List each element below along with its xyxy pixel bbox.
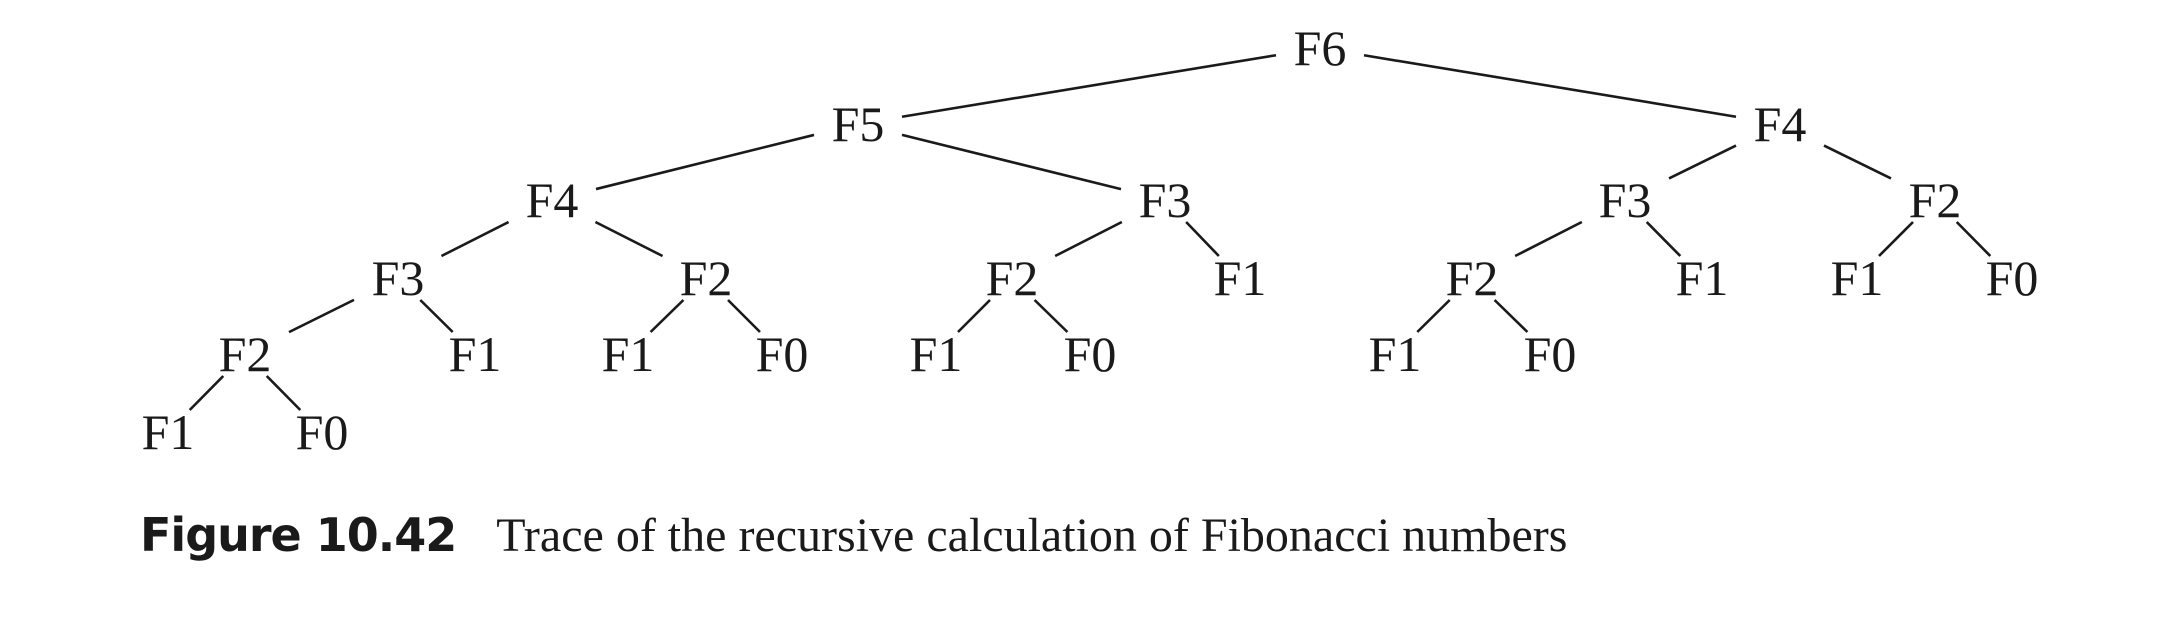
- tree-edge-n4-n10: [1185, 221, 1220, 257]
- tree-edge-n6-n14: [1955, 221, 1992, 257]
- tree-node-n23: F1: [142, 404, 195, 460]
- tree-edge-n6-n13: [1878, 221, 1914, 257]
- tree-edge-n8-n17: [649, 299, 685, 333]
- tree-edge-n8-n18: [727, 299, 761, 333]
- figure-number: Figure 10.42: [140, 508, 457, 562]
- tree-edge-n15-n24: [265, 375, 302, 411]
- tree-node-n18: F0: [756, 326, 809, 382]
- tree-node-n3: F4: [526, 172, 579, 228]
- tree-edge-n1-n3: [595, 133, 815, 191]
- tree-edge-n1-n4: [901, 133, 1122, 191]
- tree-edge-n3-n8: [594, 220, 664, 258]
- tree-node-n15: F2: [219, 326, 272, 382]
- tree-edge-n11-n22: [1493, 299, 1529, 333]
- tree-edge-n7-n16: [419, 299, 454, 333]
- tree-node-n7: F3: [372, 250, 425, 306]
- tree-edge-n5-n11: [1514, 220, 1583, 258]
- tree-node-n4: F3: [1139, 172, 1192, 228]
- tree-node-n19: F1: [910, 326, 963, 382]
- tree-node-n9: F2: [986, 250, 1039, 306]
- tree-node-n6: F2: [1909, 172, 1962, 228]
- tree-edge-n9-n20: [1033, 299, 1069, 333]
- caption-text: Trace of the recursive calculation of Fi…: [496, 509, 1568, 562]
- tree-node-n24: F0: [296, 404, 349, 460]
- tree-edge-n15-n23: [188, 375, 225, 411]
- tree-edge-n0-n2: [1363, 53, 1737, 119]
- tree-node-n5: F3: [1599, 172, 1652, 228]
- tree-node-n8: F2: [680, 250, 733, 306]
- tree-node-n20: F0: [1064, 326, 1117, 382]
- tree-edge-n2-n5: [1668, 144, 1737, 180]
- tree-node-n0: F6: [1294, 20, 1347, 76]
- tree-node-n11: F2: [1446, 250, 1499, 306]
- figure-caption: Figure 10.42 Trace of the recursive calcu…: [140, 508, 1567, 563]
- tree-node-n16: F1: [449, 326, 502, 382]
- tree-node-n14: F0: [1986, 250, 2039, 306]
- tree-edge-n11-n21: [1416, 299, 1451, 333]
- tree-edge-n2-n6: [1823, 144, 1892, 180]
- tree-edge-n9-n19: [957, 299, 991, 333]
- tree-node-n10: F1: [1214, 250, 1267, 306]
- tree-node-n17: F1: [602, 326, 655, 382]
- tree-edge-n0-n1: [901, 53, 1277, 119]
- tree-edge-n3-n7: [440, 220, 510, 258]
- tree-node-n13: F1: [1831, 250, 1884, 306]
- tree-edge-n4-n9: [1054, 220, 1123, 258]
- tree-node-n21: F1: [1369, 326, 1422, 382]
- tree-node-n1: F5: [832, 96, 885, 152]
- tree-node-n12: F1: [1676, 250, 1729, 306]
- tree-edge-n5-n12: [1645, 221, 1682, 257]
- tree-edge-n7-n15: [288, 298, 355, 334]
- tree-node-n22: F0: [1524, 326, 1577, 382]
- tree-node-n2: F4: [1754, 96, 1807, 152]
